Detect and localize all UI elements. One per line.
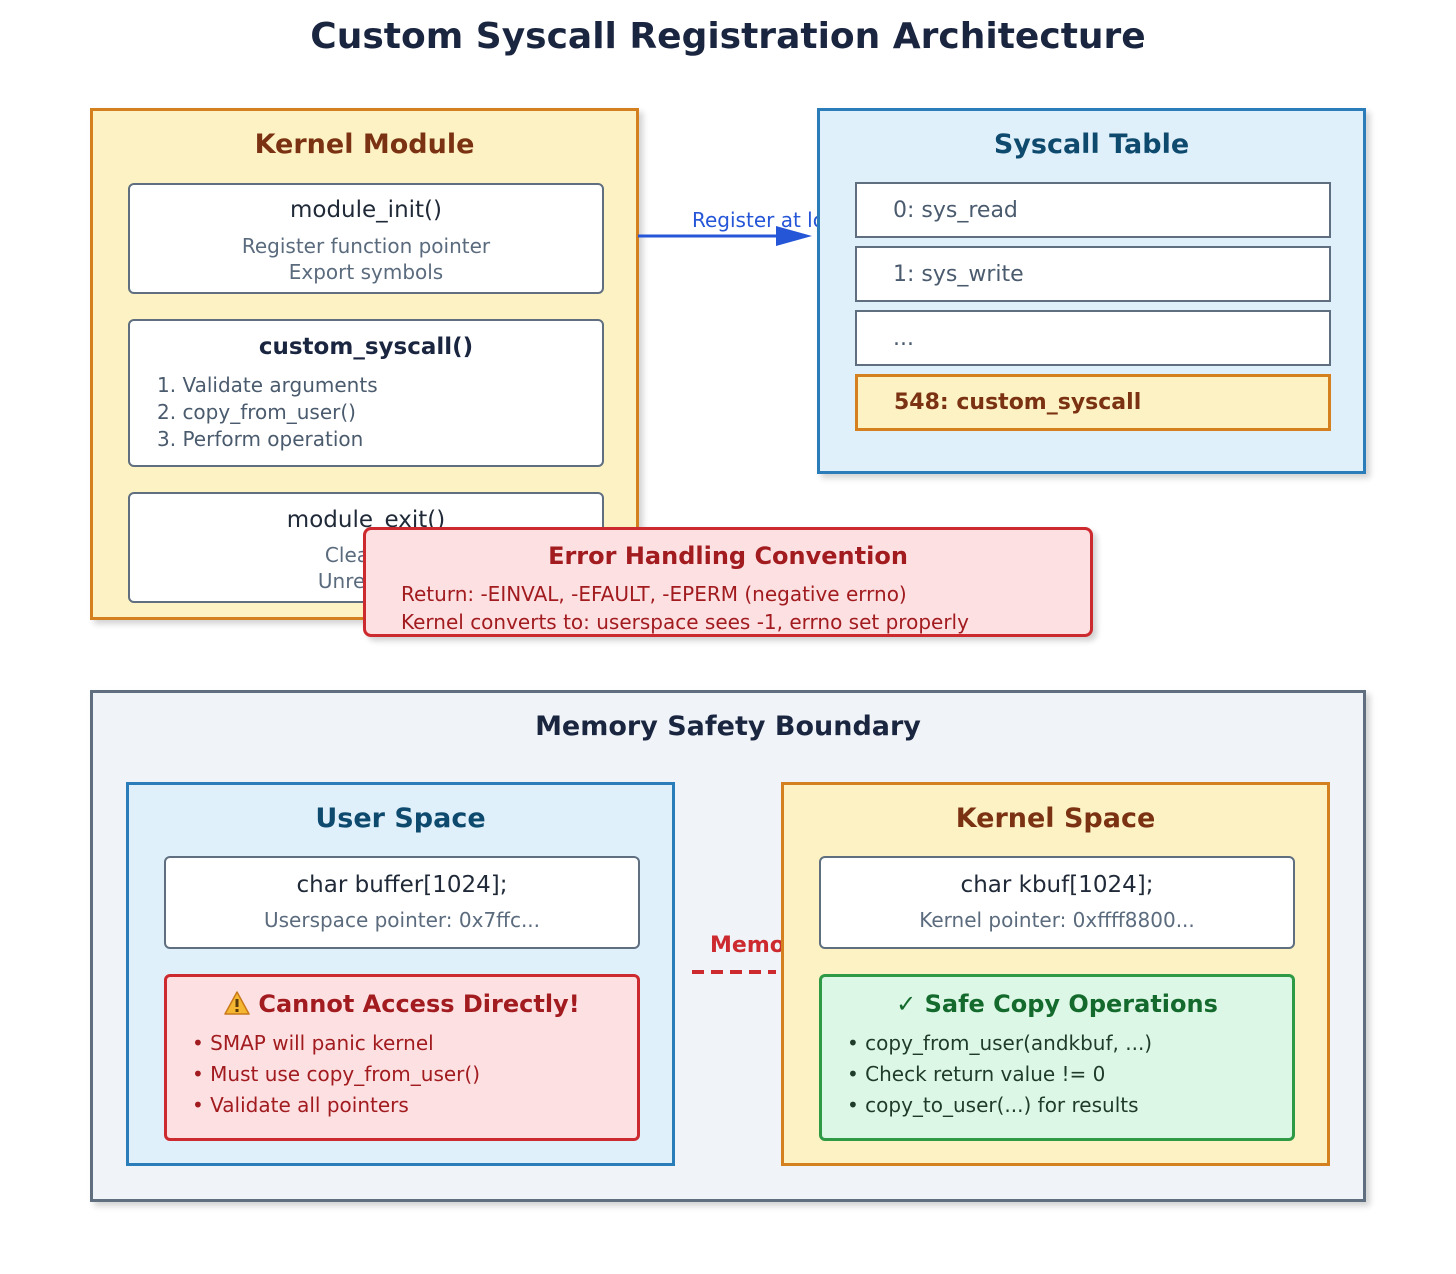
error-handling-line-1: Return: -EINVAL, -EFAULT, -EPERM (negati… [401, 582, 907, 606]
kernel-buffer-var: char kbuf[1024]; [960, 872, 1154, 898]
user-buffer-var: char buffer[1024]; [296, 872, 508, 898]
error-handling-title: Error Handling Convention [548, 542, 908, 570]
warning-item-2: • Must use copy_from_user() [192, 1062, 480, 1086]
syscall-row-custom-label: 548: custom_syscall [894, 390, 1142, 415]
safe-copy-title: ✓ Safe Copy Operations [896, 990, 1218, 1018]
module-init-line-1: Register function pointer [241, 234, 491, 258]
user-space-panel: User Space char buffer[1024]; Userspace … [126, 782, 675, 1166]
syscall-row-custom: 548: custom_syscall [855, 374, 1331, 431]
syscall-row-label: 1: sys_write [893, 262, 1024, 287]
custom-syscall-name: custom_syscall() [258, 334, 474, 360]
syscall-step-2: 2. copy_from_user() [157, 400, 356, 424]
syscall-row-label: 0: sys_read [893, 198, 1018, 223]
warning-header: Cannot Access Directly! [167, 990, 637, 1018]
syscall-step-1: 1. Validate arguments [157, 373, 378, 397]
kernel-buffer-pointer: Kernel pointer: 0xffff8800... [919, 908, 1195, 932]
cannot-access-box: Cannot Access Directly! • SMAP will pani… [164, 974, 640, 1141]
warning-icon [224, 991, 251, 1015]
kernel-buffer-box: char kbuf[1024]; Kernel pointer: 0xffff8… [819, 856, 1295, 949]
error-handling-line-2: Kernel converts to: userspace sees -1, e… [401, 610, 969, 634]
syscall-row-label: ... [893, 326, 914, 351]
warning-item-1: • SMAP will panic kernel [192, 1031, 434, 1055]
syscall-table-title: Syscall Table [993, 129, 1190, 160]
safe-op-3: • copy_to_user(...) for results [847, 1093, 1139, 1117]
module-init-line-2: Export symbols [288, 260, 444, 284]
register-arrow [638, 226, 812, 246]
user-buffer-pointer: Userspace pointer: 0x7ffc... [263, 908, 541, 932]
syscall-row: 0: sys_read [855, 182, 1331, 238]
syscall-step-3: 3. Perform operation [157, 427, 364, 451]
warning-item-3: • Validate all pointers [192, 1093, 409, 1117]
syscall-row: 1: sys_write [855, 246, 1331, 302]
warning-title: Cannot Access Directly! [258, 990, 580, 1018]
syscall-row: ... [855, 310, 1331, 366]
module-init-box: module_init() Register function pointer … [128, 183, 604, 294]
diagram-title: Custom Syscall Registration Architecture [310, 16, 1146, 57]
safe-copy-box: ✓ Safe Copy Operations • copy_from_user(… [819, 974, 1295, 1141]
kernel-space-panel: Kernel Space char kbuf[1024]; Kernel poi… [781, 782, 1330, 1166]
kernel-module-title: Kernel Module [254, 129, 475, 160]
module-init-name: module_init() [289, 197, 442, 223]
memory-barrier-line [692, 970, 776, 974]
safe-op-1: • copy_from_user(andkbuf, ...) [847, 1031, 1153, 1055]
syscall-table-panel: Syscall Table 0: sys_read 1: sys_write .… [817, 108, 1366, 474]
user-space-title: User Space [315, 803, 486, 834]
memory-safety-title: Memory Safety Boundary [535, 711, 921, 742]
user-buffer-box: char buffer[1024]; Userspace pointer: 0x… [164, 856, 640, 949]
safe-op-2: • Check return value != 0 [847, 1062, 1106, 1086]
kernel-space-title: Kernel Space [955, 803, 1156, 834]
error-handling-box: Error Handling Convention Return: -EINVA… [363, 527, 1093, 637]
custom-syscall-box: custom_syscall() 1. Validate arguments 2… [128, 319, 604, 467]
